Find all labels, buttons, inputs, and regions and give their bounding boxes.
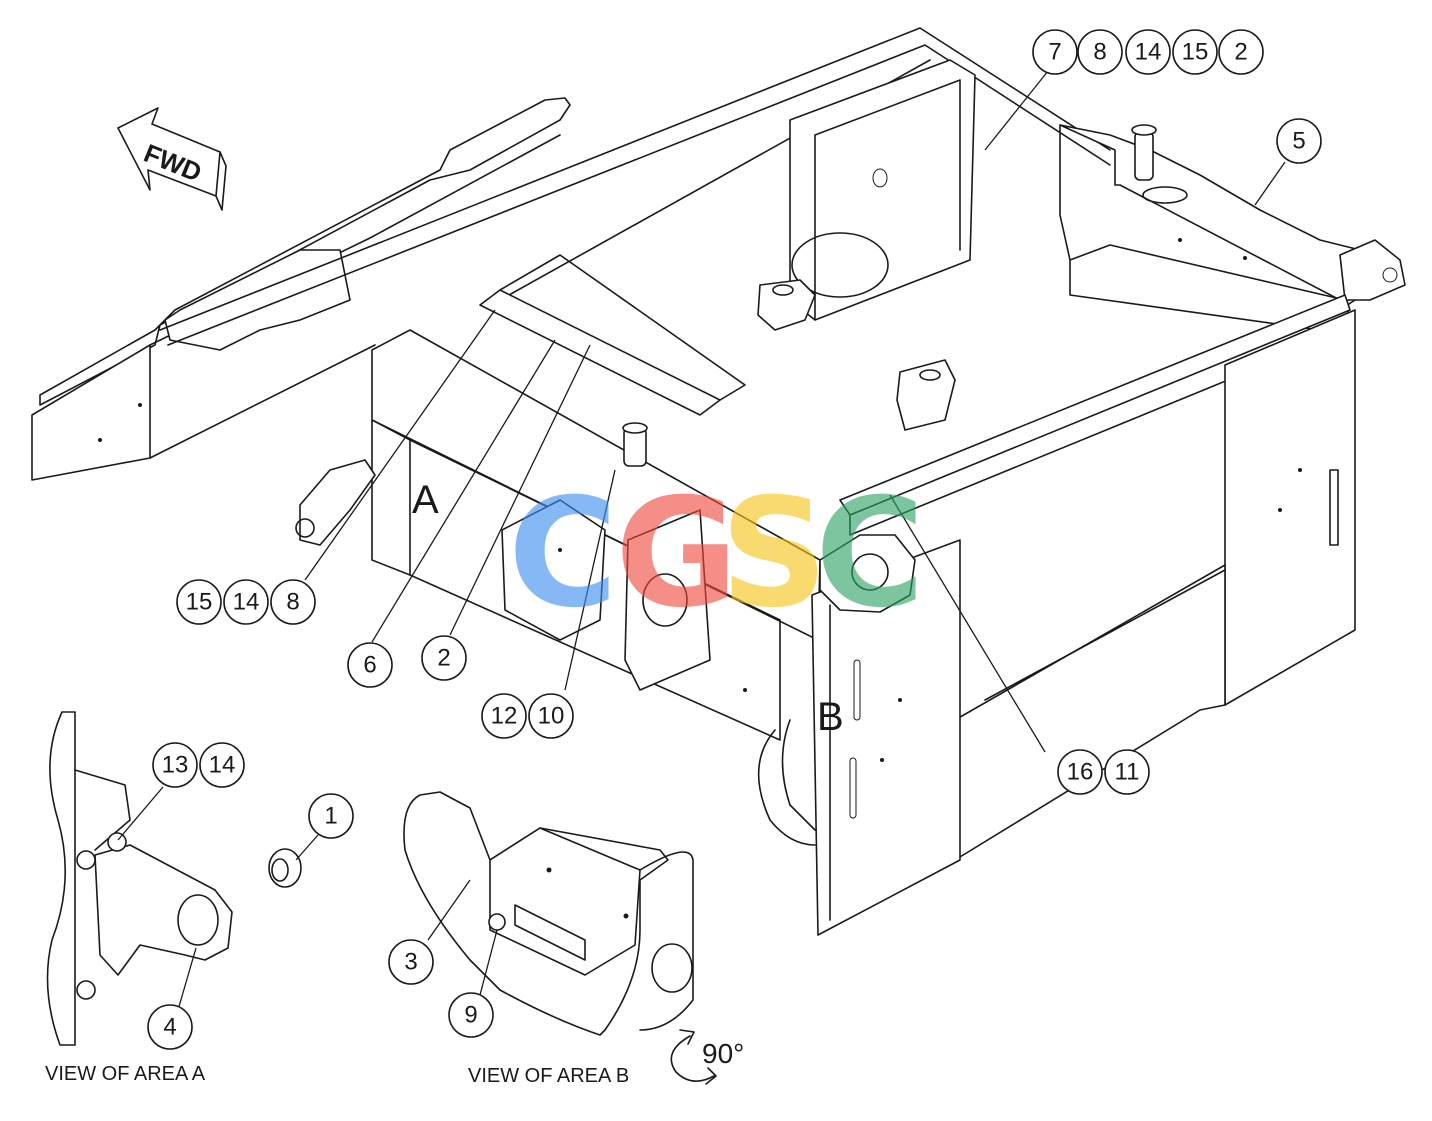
callout-10: 10 xyxy=(528,693,574,739)
rotation-label: 90° xyxy=(702,1038,744,1069)
callout-9: 9 xyxy=(448,992,494,1038)
svg-text:5: 5 xyxy=(1292,128,1305,155)
svg-text:15: 15 xyxy=(1182,39,1209,66)
detail-view-area-a xyxy=(46,711,302,1046)
caption-view-area-b: VIEW OF AREA B xyxy=(468,1065,629,1087)
callout-12: 12 xyxy=(481,693,527,739)
callout-2-center: 2 xyxy=(421,635,467,681)
svg-text:2: 2 xyxy=(437,645,450,672)
callout-4: 4 xyxy=(147,1004,193,1050)
callout-14-left: 14 xyxy=(223,579,269,625)
rotation-arrow-icon xyxy=(670,1029,717,1085)
svg-text:11: 11 xyxy=(1115,759,1140,786)
svg-text:8: 8 xyxy=(286,589,299,616)
callout-16: 16 xyxy=(1057,749,1103,795)
callout-14-area-a: 14 xyxy=(199,742,245,788)
watermark: C G S C xyxy=(508,467,925,641)
watermark-letter-2: G xyxy=(615,467,738,641)
svg-text:2: 2 xyxy=(1234,39,1247,66)
svg-text:4: 4 xyxy=(163,1014,176,1041)
svg-text:16: 16 xyxy=(1067,759,1094,786)
main-frame-body xyxy=(31,27,1406,936)
svg-text:10: 10 xyxy=(538,703,565,730)
callout-13: 13 xyxy=(152,742,198,788)
svg-text:13: 13 xyxy=(162,752,189,779)
area-a-marker: A xyxy=(412,478,439,522)
callout-7: 7 xyxy=(1032,29,1078,75)
callout-15-top: 15 xyxy=(1172,29,1218,75)
watermark-letter-1: C xyxy=(508,467,618,641)
svg-text:3: 3 xyxy=(404,949,417,976)
svg-text:14: 14 xyxy=(209,752,236,779)
callout-11: 11 xyxy=(1104,749,1150,795)
svg-text:9: 9 xyxy=(464,1002,477,1029)
watermark-letter-4: C xyxy=(815,467,925,641)
detail-view-area-b xyxy=(403,791,694,1036)
callout-8-left: 8 xyxy=(270,579,316,625)
watermark-letter-3: S xyxy=(720,467,828,641)
callout-3: 3 xyxy=(388,939,434,985)
svg-text:14: 14 xyxy=(233,589,260,616)
svg-text:7: 7 xyxy=(1048,39,1061,66)
svg-text:15: 15 xyxy=(186,589,213,616)
callout-8-top: 8 xyxy=(1077,29,1123,75)
svg-text:1: 1 xyxy=(324,803,337,830)
area-b-marker: B xyxy=(817,695,844,739)
callout-5: 5 xyxy=(1276,118,1322,164)
callout-14-top: 14 xyxy=(1125,29,1171,75)
leader-lines xyxy=(117,65,1286,1011)
fwd-arrow: FWD xyxy=(117,107,227,211)
callout-6: 6 xyxy=(347,642,393,688)
callout-1: 1 xyxy=(308,793,354,839)
svg-text:6: 6 xyxy=(363,652,376,679)
callout-2-top: 2 xyxy=(1218,29,1264,75)
callout-15-left: 15 xyxy=(176,579,222,625)
caption-view-area-a: VIEW OF AREA A xyxy=(45,1063,206,1085)
svg-text:8: 8 xyxy=(1093,39,1106,66)
svg-text:14: 14 xyxy=(1135,39,1162,66)
svg-text:12: 12 xyxy=(491,703,518,730)
